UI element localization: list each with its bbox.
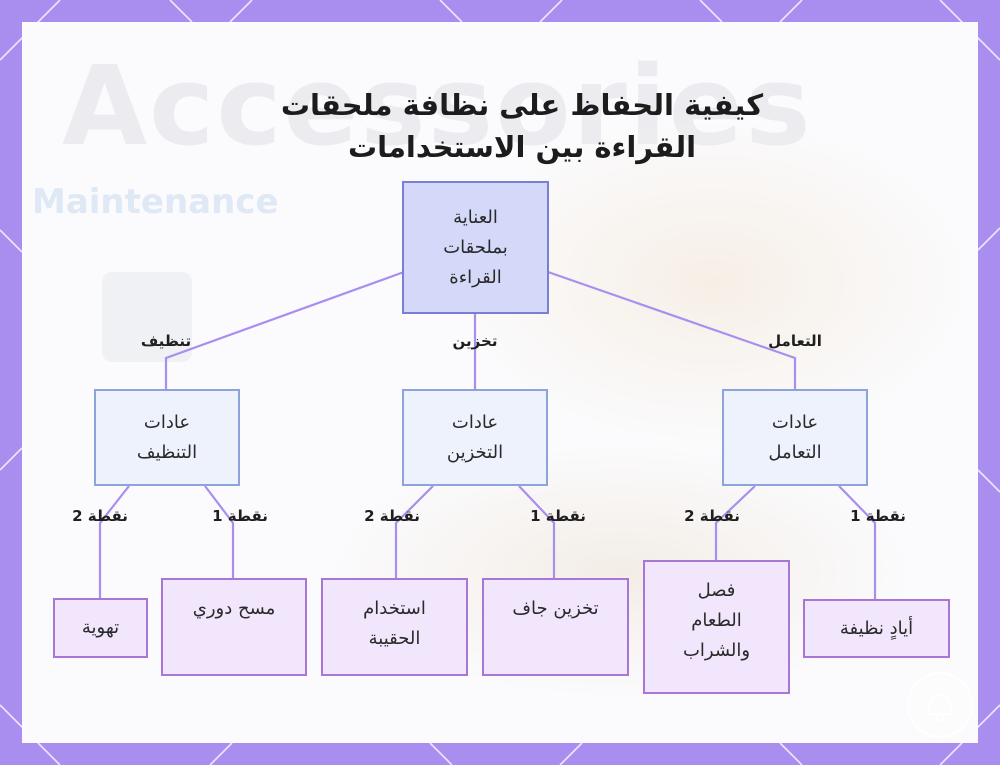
node-storage-habits: عادات التخزين: [402, 389, 548, 486]
edge-label-handling: التعامل: [768, 332, 822, 350]
edge-label-point2: نقطة 2: [364, 507, 420, 525]
node-clean-hands: أيادٍ نظيفة: [803, 599, 950, 658]
edge-label-storage: تخزين: [452, 332, 498, 350]
node-clean-hands-label: أيادٍ نظيفة: [839, 617, 914, 639]
node-root-label: العناية بملحقات القراءة: [443, 206, 508, 288]
node-ventilation-label: تهوية: [81, 617, 120, 638]
node-cleaning-habits: عادات التنظيف: [94, 389, 240, 486]
connector-storage-bag: [394, 485, 434, 579]
node-dry-storage-label: تخزين جاف: [512, 598, 599, 619]
bell-icon: [925, 692, 955, 722]
node-storage-label: عادات التخزين: [446, 411, 504, 463]
edge-label-point1: نقطة 1: [530, 507, 586, 525]
connector-handling-separate: [714, 485, 756, 561]
connector-cleaning-wipe: [204, 485, 235, 579]
node-separate-food-label: فصل الطعام والشراب: [682, 580, 751, 661]
diagram-title: كيفية الحفاظ على نظافة ملحقات القراءة بي…: [280, 88, 764, 164]
edge-label-cleaning: تنظيف: [140, 332, 192, 350]
node-dry-storage: تخزين جاف: [482, 578, 629, 676]
node-cleaning-label: عادات التنظيف: [136, 411, 198, 463]
edge-label-point2: نقطة 2: [72, 507, 128, 525]
background-faded-subtitle: Maintenance: [32, 182, 279, 222]
connector-root-cleaning: [164, 270, 405, 390]
watermark-logo: [907, 672, 973, 738]
node-regular-wipe-label: مسح دوري: [192, 598, 276, 619]
node-root-reading-accessories-care: العناية بملحقات القراءة: [402, 181, 549, 314]
connector-cleaning-ventilation: [98, 485, 130, 599]
background-photo-blur: [102, 272, 192, 362]
node-regular-wipe: مسح دوري: [161, 578, 307, 676]
edge-label-point1: نقطة 1: [850, 507, 906, 525]
node-handling-habits: عادات التعامل: [722, 389, 868, 486]
connector-handling-hands: [838, 485, 877, 600]
node-use-bag: استخدام الحقيبة: [321, 578, 468, 676]
node-handling-label: عادات التعامل: [768, 411, 822, 463]
node-use-bag-label: استخدام الحقيبة: [363, 598, 426, 649]
node-separate-food-drink: فصل الطعام والشراب: [643, 560, 790, 694]
edge-label-point2: نقطة 2: [684, 507, 740, 525]
diagram-card: Accessories Maintenance كيفية الحفاظ على…: [22, 22, 978, 743]
connector-lines: [98, 270, 877, 600]
node-ventilation: تهوية: [53, 598, 148, 658]
connector-root-handling: [547, 270, 797, 390]
edge-label-point1: نقطة 1: [212, 507, 268, 525]
connector-storage-dry: [518, 485, 556, 579]
